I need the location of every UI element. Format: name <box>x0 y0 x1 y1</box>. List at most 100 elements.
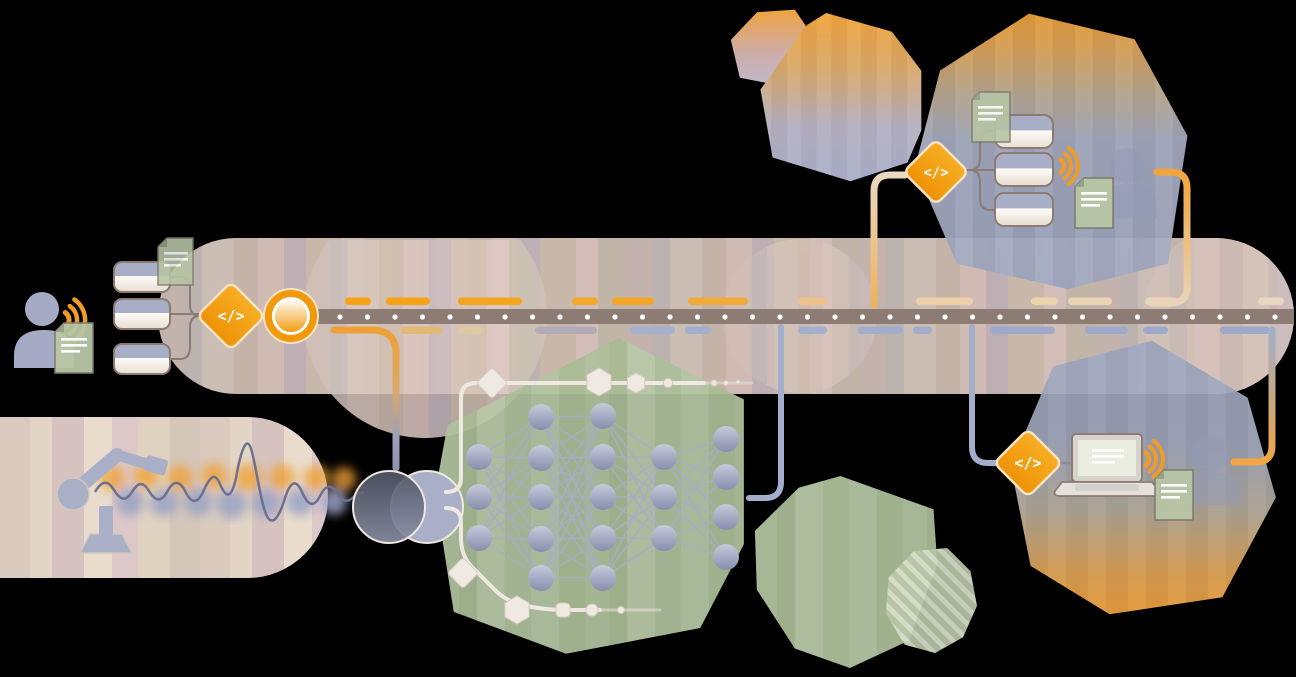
nn-edge <box>602 496 665 579</box>
road-lane-dot <box>777 314 783 320</box>
flow-dash <box>685 326 712 334</box>
nn-node <box>466 525 492 551</box>
code-diamond-icon: </> <box>905 141 967 203</box>
nn-node <box>528 526 554 552</box>
flow-dash <box>798 326 827 334</box>
nn-node <box>651 444 677 470</box>
nn-edge <box>478 457 542 539</box>
flow-dash <box>858 326 903 334</box>
flow-dash <box>1068 297 1112 305</box>
nn-node <box>528 404 554 430</box>
waveform-icon <box>93 442 365 522</box>
flow-dash <box>916 297 973 305</box>
data-card <box>113 298 171 330</box>
service-cluster: </> <box>905 91 1157 229</box>
flow-dash <box>458 326 483 334</box>
data-card <box>994 192 1054 227</box>
road-lane-dot <box>364 314 371 320</box>
road-lane-dot <box>612 314 618 320</box>
document-icon <box>971 91 1011 143</box>
nn-edge <box>540 496 604 579</box>
molecule-chain-icon <box>444 367 754 625</box>
flow-dash <box>798 297 827 305</box>
road-lane-dot <box>1079 314 1086 320</box>
nn-node <box>590 444 616 470</box>
code-glyph: </> <box>1014 454 1041 472</box>
road-lane-dot <box>832 314 838 320</box>
nn-node <box>528 565 554 591</box>
nn-node <box>713 504 739 530</box>
road-lane-dot <box>1272 314 1278 320</box>
road-lane-dot <box>722 314 728 320</box>
flow-dash <box>1143 326 1168 334</box>
road-lane-dot <box>337 314 343 320</box>
code-glyph: </> <box>923 165 948 181</box>
nn-edge <box>540 415 604 498</box>
road-lane-dot <box>749 314 756 320</box>
document-icon <box>1154 469 1194 521</box>
nn-node <box>713 544 739 570</box>
road-lane-dot <box>1217 314 1223 320</box>
nn-node <box>651 484 677 510</box>
road-lane-dot <box>1189 314 1196 320</box>
document-icon <box>1074 177 1114 229</box>
nn-edge <box>663 476 727 539</box>
road-lane-dot <box>887 314 893 320</box>
wifi-signal-icon <box>1143 439 1165 479</box>
road-lane-dot <box>1162 314 1168 320</box>
nn-node <box>590 403 616 429</box>
flow-dash <box>345 297 371 305</box>
code-diamond-icon: </> <box>995 430 1061 496</box>
flow-dash <box>913 326 932 334</box>
road-lane-dot <box>1107 314 1113 320</box>
endpoint-cluster: </> <box>995 430 1242 521</box>
road-lane-dot <box>447 314 453 320</box>
ingest-circle-icon <box>263 288 319 344</box>
flow-dash <box>1258 297 1284 305</box>
flow-dash <box>1220 326 1270 334</box>
nn-node <box>590 565 616 591</box>
nn-node <box>713 464 739 490</box>
data-card <box>113 343 171 375</box>
flow-dash <box>572 297 598 305</box>
green-octagon-striped <box>885 548 977 653</box>
flow-dash <box>535 326 597 334</box>
nn-node <box>713 426 739 452</box>
road-lane-dot <box>557 314 563 320</box>
lens-circles-icon <box>352 470 464 544</box>
nn-edge <box>540 415 604 579</box>
road-lane-dot <box>694 314 701 320</box>
code-glyph: </> <box>217 307 244 325</box>
flow-dash <box>990 326 1055 334</box>
band-circle-1 <box>303 240 547 438</box>
pipes <box>330 168 1276 501</box>
road-lane-dot <box>1244 314 1251 320</box>
pipe-service-to-road <box>1148 168 1191 307</box>
road-lane-dot <box>474 314 481 320</box>
service-blob-top-right <box>915 13 1188 290</box>
flow-dash <box>1085 326 1128 334</box>
nn-edge <box>478 496 542 579</box>
road-lane-dot <box>639 314 646 320</box>
nn-edge <box>540 456 604 579</box>
neural-network-icon <box>466 403 739 591</box>
nn-edge <box>478 416 542 539</box>
nn-node <box>528 445 554 471</box>
person-silhouette-icon <box>1182 436 1242 505</box>
flow-dash <box>401 326 443 334</box>
flow-dash <box>688 297 748 305</box>
road-lane-dot <box>502 314 508 320</box>
data-cards <box>113 261 171 375</box>
flow-dash <box>458 297 522 305</box>
road-lane-dot <box>942 314 948 320</box>
road-lane-dot <box>997 314 1003 320</box>
pipe-road-to-lens <box>330 326 400 472</box>
nn-edge <box>602 456 665 539</box>
nn-edge <box>663 438 727 539</box>
road-lane-dot <box>419 314 426 320</box>
pipe-road-to-endpoint <box>969 324 1003 466</box>
road-lane-dot <box>859 314 866 320</box>
road-lane-dots <box>337 314 1278 320</box>
